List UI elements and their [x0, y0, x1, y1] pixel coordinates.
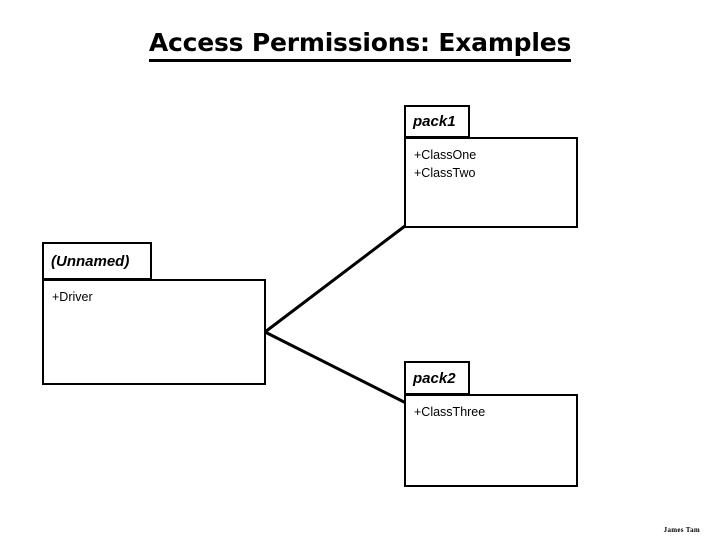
package-unnamed-member-list: +Driver: [44, 281, 264, 307]
package-pack1[interactable]: pack1 +ClassOne +ClassTwo: [404, 105, 578, 228]
author-credit: James Tam: [663, 526, 700, 534]
package-pack1-name: pack1: [413, 113, 456, 130]
package-unnamed-body: +Driver: [42, 279, 266, 385]
connector-unnamed-to-pack2: [264, 330, 407, 405]
page-title: Access Permissions: Examples: [0, 28, 720, 62]
package-pack2-body: +ClassThree: [404, 394, 578, 487]
package-pack1-tab: pack1: [404, 105, 470, 138]
package-pack2-tab: pack2: [404, 361, 470, 395]
package-pack2[interactable]: pack2 +ClassThree: [404, 361, 578, 487]
package-pack1-member-list: +ClassOne +ClassTwo: [406, 139, 576, 183]
page-title-text: Access Permissions: Examples: [148, 28, 571, 62]
package-pack1-member: +ClassOne: [414, 148, 477, 162]
package-pack2-member-list: +ClassThree: [406, 396, 576, 422]
connector-unnamed-to-pack1: [264, 224, 406, 334]
package-unnamed[interactable]: (Unnamed) +Driver: [42, 242, 266, 385]
package-unnamed-name: (Unnamed): [51, 252, 130, 270]
package-pack2-member: +ClassThree: [414, 405, 486, 419]
package-unnamed-member: +Driver: [52, 290, 93, 304]
package-pack1-member: +ClassTwo: [414, 165, 476, 180]
package-pack2-name: pack2: [413, 369, 456, 387]
package-unnamed-tab: (Unnamed): [42, 242, 152, 280]
package-pack1-body: +ClassOne +ClassTwo: [404, 137, 578, 228]
